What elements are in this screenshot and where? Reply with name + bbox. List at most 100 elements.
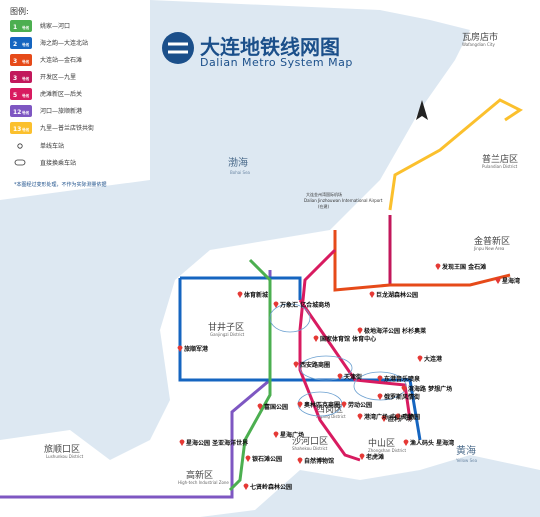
line-badge-suffix: 号线 — [22, 76, 29, 81]
poi-label: 大连港 — [424, 355, 443, 363]
poi-marker: 七贤岭森林公园 — [243, 483, 292, 491]
location-pin-icon — [403, 439, 409, 446]
poi-label: 发现王国 金石滩 — [441, 263, 486, 271]
line-badge — [10, 20, 32, 32]
poi-marker: 老虎滩 — [359, 453, 384, 461]
poi-marker: 体育新城 — [237, 291, 268, 299]
poi-label: 奥林匹克商圈 — [304, 401, 340, 409]
poi-marker: 星海广场 — [273, 431, 304, 439]
location-pin-icon — [357, 327, 363, 334]
poi-label: 体育新城 — [244, 291, 268, 299]
location-pin-icon — [297, 401, 303, 408]
transfer-station-label: 直接换乘车站 — [40, 159, 76, 167]
legend-line-name: 开发区—九里 — [40, 73, 76, 81]
location-pin-icon — [357, 413, 363, 420]
location-pin-icon — [381, 415, 387, 422]
district-pulandian-en: Pulandian District — [482, 164, 518, 169]
poi-marker: 旅顺军港 — [177, 345, 209, 353]
poi-label: 万象汇 亿合城商场 — [279, 301, 330, 309]
poi-label: 星海湾 — [502, 277, 520, 285]
sea-yellow: 黄海 — [456, 444, 476, 457]
poi-label: 国家体育馆 体育中心 — [320, 335, 376, 343]
poi-label: 胜利广场 — [387, 415, 412, 423]
district-shahekou: 沙河口区 — [292, 435, 328, 447]
poi-label: 渔人码头 星海湾 — [410, 439, 454, 447]
single-station-symbol — [17, 143, 23, 149]
poi-label: 动物园 — [402, 413, 420, 421]
airport-label-en: Dalian Jinzhouwan International Airport — [304, 198, 383, 203]
district-jinpu: 金普新区 — [474, 235, 510, 247]
district-jinpu-en: Jinpu New Area — [473, 246, 505, 251]
poi-marker: 渔人码头 星海湾 — [403, 439, 454, 447]
poi-marker: 银石滩公园 — [245, 455, 282, 463]
line-badge-number: 13 — [13, 126, 21, 133]
legend-line-name: 虎滩新区—后关 — [40, 90, 82, 98]
line-badge-suffix: 号线 — [22, 93, 29, 98]
poi-marker: 极地海洋公园 杉杉奥莱 — [357, 327, 426, 335]
line-badge-suffix: 号线 — [22, 42, 29, 47]
location-pin-icon — [297, 457, 303, 464]
line-badge-suffix: 号线 — [22, 110, 29, 115]
poi-marker: 大连港 — [417, 355, 443, 363]
legend-item: 5 号线 虎滩新区—后关 — [10, 88, 82, 100]
location-pin-icon — [377, 375, 383, 382]
location-pin-icon — [257, 403, 263, 410]
legend-line-name: 大连站—金石滩 — [40, 56, 82, 64]
district-wafangdian-en: Wafangdian City — [462, 42, 495, 47]
line-3 — [333, 230, 511, 292]
poi-marker: 俄罗斯风情街 — [377, 393, 420, 401]
sea-bohai: 渤海 — [228, 156, 248, 169]
district-zhongshan-en: Zhongshan District — [368, 448, 406, 453]
district-zhongshan: 中山区 — [368, 437, 395, 449]
line-badge-number: 5 — [13, 92, 17, 99]
airport-label: 大连金州湾国际机场 — [306, 191, 342, 197]
line-1 — [228, 258, 272, 492]
location-pin-icon — [293, 361, 299, 368]
poi-marker: 劳动公园 — [341, 401, 372, 409]
location-pin-icon — [435, 263, 441, 270]
title-logo — [162, 32, 194, 64]
poi-marker: 港湾广场 中山广场 — [357, 413, 414, 421]
poi-marker: 富国公园 — [257, 403, 288, 411]
line-13 — [388, 98, 523, 211]
district-gaoxin: 高新区 — [186, 469, 213, 481]
line-badge-suffix: 号线 — [22, 25, 29, 30]
poi-label: 天津街 — [344, 373, 362, 381]
line-badge-suffix: 号线 — [22, 59, 29, 64]
legend-line-name: 海之韵—大连北站 — [40, 39, 88, 47]
location-pin-icon — [237, 291, 243, 298]
poi-marker: 东港音乐喷泉 — [377, 375, 421, 383]
line-badge-number: 3 — [13, 58, 17, 65]
location-pin-icon — [179, 439, 185, 446]
sea-yellow-en: Yellow Sea — [455, 458, 478, 463]
poi-label: 滨海路 梦想广场 — [408, 385, 452, 393]
district-wafangdian: 瓦房店市 — [462, 31, 498, 43]
district-gaoxin-en: High-tech Industrial Zone — [178, 480, 229, 485]
line-badge — [10, 37, 32, 49]
line-badge — [10, 105, 32, 117]
poi-label: 星海广场 — [280, 431, 304, 439]
poi-label: 劳动公园 — [348, 401, 372, 409]
legend-line-name: 九里—普兰店铁共街 — [40, 124, 94, 132]
district-xigang-en: Xigang District — [316, 414, 346, 419]
location-pin-icon — [337, 373, 343, 380]
line-badge-number: 12 — [13, 109, 21, 116]
poi-label: 港湾广场 中山广场 — [364, 413, 414, 421]
line-badge — [10, 71, 32, 83]
poi-marker: 滨海路 梦想广场 — [401, 385, 452, 393]
poi-marker: 奥林匹克商圈 — [297, 401, 340, 409]
poi-label: 银石滩公园 — [252, 455, 282, 463]
location-pin-icon — [377, 393, 383, 400]
legend-line-name: 姚家—河口 — [40, 22, 70, 30]
line-badge-suffix: 号线 — [22, 127, 29, 132]
poi-label: 旅顺军港 — [183, 345, 209, 353]
legend-line-name: 河口—旅顺新港 — [40, 107, 82, 115]
poi-marker: 国家体育馆 体育中心 — [313, 335, 376, 343]
location-pin-icon — [273, 301, 279, 308]
legend-panel — [0, 0, 150, 200]
